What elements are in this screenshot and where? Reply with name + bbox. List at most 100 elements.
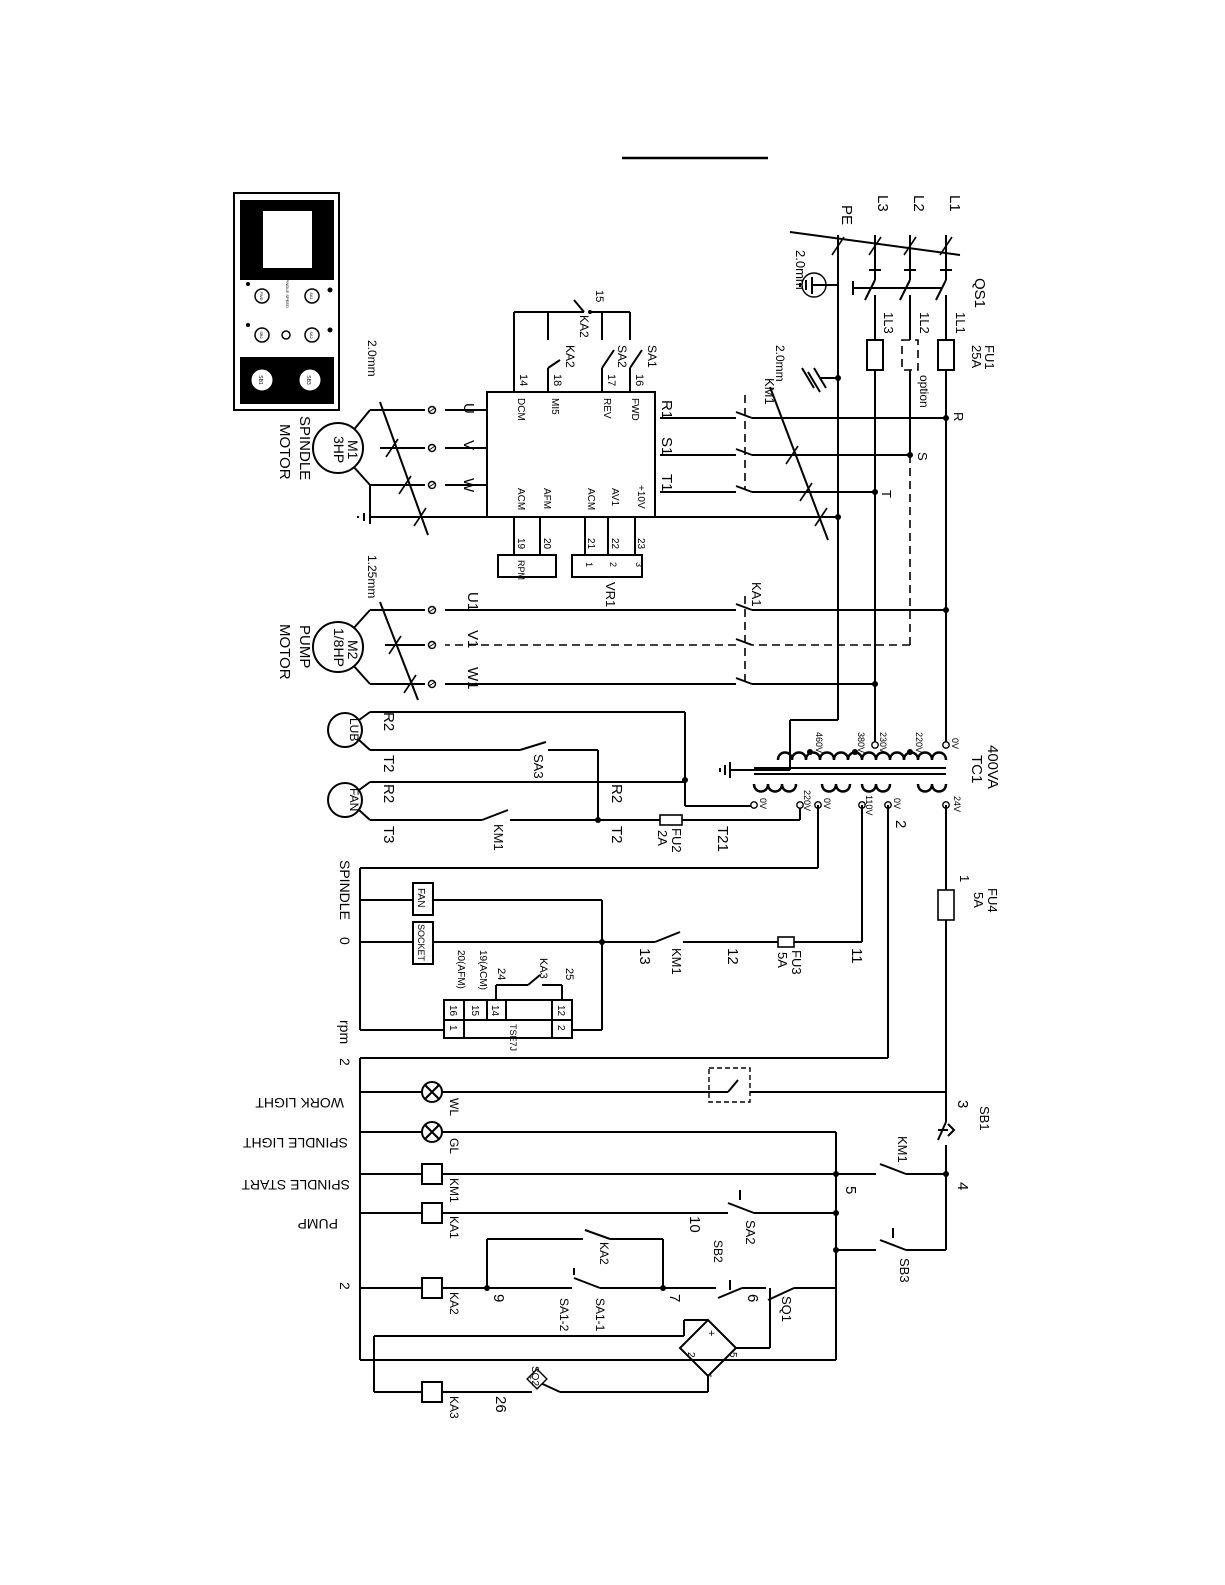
s-label: S <box>915 452 930 461</box>
bridge-minus: - <box>705 1374 717 1378</box>
r1-label: R1 <box>658 400 675 419</box>
tb12-label: 12 <box>555 1005 566 1017</box>
n16-label: 16 <box>633 374 645 386</box>
rev-label: REV <box>601 398 612 419</box>
n11-label: 11 <box>848 948 865 964</box>
vfd-control-contacts <box>513 299 643 392</box>
sq1-label: SQ1 <box>779 1296 794 1322</box>
zero-rail-label: 0 <box>337 937 353 945</box>
spindle-rail-label: SPINDLE <box>337 860 353 920</box>
pump-motor-label-1: PUMP <box>296 625 313 668</box>
bridge-5: 5 <box>727 1352 738 1358</box>
wire-size-spindle: 2.0mm <box>365 340 379 377</box>
spindle-motor-label-2: MOTOR <box>276 424 293 480</box>
rpm-box-label: RPM <box>516 560 526 580</box>
tc1-va-label: 400VA <box>984 745 1001 789</box>
tb15-label: 15 <box>469 1005 480 1017</box>
n25-label: 25 <box>563 968 575 980</box>
t2a-label: T2 <box>380 755 397 773</box>
n20-label: 20 <box>541 538 552 550</box>
n7-label: 7 <box>666 1294 683 1302</box>
p220v-label: 220V <box>914 732 924 753</box>
fu4-1-label: 1 <box>957 875 972 882</box>
fu2-label: FU2 <box>669 828 684 853</box>
wl-label: WL <box>447 1098 461 1116</box>
tx-2-label: 2 <box>892 820 909 828</box>
sb1-label: SB1 <box>977 1106 992 1131</box>
lub-label: LUB <box>347 718 361 741</box>
fu3-label: FU3 <box>789 950 804 975</box>
pump-rail-label: PUMP <box>298 1216 338 1232</box>
panel-sa1-label: SA1 <box>309 292 314 300</box>
labels: PE L3 L2 L1 2.0mm QS1 1L1 1L2 1L3 FU1 25… <box>241 195 1001 1419</box>
tb16-label: 16 <box>447 1005 458 1017</box>
w1-label: W1 <box>464 667 481 690</box>
s1-label: S1 <box>658 437 675 455</box>
fu1-label: FU1 <box>982 345 997 370</box>
fu4-rating: 5A <box>971 892 986 908</box>
t2b-label: T2 <box>608 826 625 844</box>
qs1-label: QS1 <box>971 278 988 308</box>
1l3-label: 1L3 <box>881 312 896 334</box>
wire-size-pump: 1.25mm <box>365 555 379 598</box>
t-label: T <box>879 490 894 498</box>
sa3-label: SA3 <box>531 754 546 779</box>
n6-label: 6 <box>744 1294 761 1302</box>
t1-label: T1 <box>658 474 675 492</box>
p380v-label: 380V <box>856 732 866 753</box>
acm2-label: ACM <box>585 488 596 510</box>
n13-label: 13 <box>636 948 653 965</box>
bridge-2: 2 <box>685 1352 696 1358</box>
n20afm-label: 20(AFM) <box>455 950 466 989</box>
work-light-rail-label: WORK LIGHT <box>255 1095 344 1111</box>
fu1-rating: 25A <box>969 345 984 368</box>
spindle-motor-wiring <box>312 401 476 536</box>
m1-label: M1 <box>345 440 361 460</box>
sa1-top-label: SA1 <box>645 345 659 368</box>
pump-motor-label-2: MOTOR <box>276 624 293 680</box>
rail-2-bot-label: 2 <box>337 1282 353 1290</box>
m1-hp-label: 3HP <box>331 436 347 463</box>
p460v-label: 460V <box>814 732 824 753</box>
panel-sb2-label: SB2 <box>259 331 264 339</box>
pe-label: PE <box>838 205 855 225</box>
n24-label: 24 <box>495 968 507 980</box>
vr1-label: VR1 <box>603 582 618 607</box>
av1-label: AV1 <box>609 488 620 507</box>
vfd-drive <box>476 391 656 518</box>
fwd-label: FWD <box>629 398 640 421</box>
tb1-label: 1 <box>447 1025 458 1031</box>
fu4-label: FU4 <box>985 888 1000 913</box>
s0va-label: 0V <box>758 798 768 809</box>
10v-label: +10V <box>635 485 646 509</box>
lub-fan-wiring <box>327 711 801 826</box>
sb3-label: SB3 <box>897 1258 912 1283</box>
n23-label: 23 <box>635 538 646 550</box>
km1-fan-label: KM1 <box>491 824 506 851</box>
s24v-label: 24V <box>952 796 962 812</box>
fan-box-label: FAN <box>415 888 426 907</box>
s220v-label: 220V <box>802 790 812 811</box>
vr1-pin3: 3 <box>634 562 644 567</box>
n26-label: 26 <box>492 1396 509 1413</box>
r2c-label: R2 <box>608 784 625 803</box>
spindle-motor-label-1: SPINDLE <box>296 416 313 480</box>
panel-sb3-label: SB3 <box>305 375 311 385</box>
tb14-label: 14 <box>489 1005 500 1017</box>
1l2-label: 1L2 <box>917 312 932 334</box>
t3-label: T3 <box>380 826 397 844</box>
t21-label: T21 <box>714 826 731 852</box>
ka1-main-label: KA1 <box>749 582 764 607</box>
tb2-label: 2 <box>555 1025 566 1031</box>
wire-size-top: 2.0mm <box>793 250 808 290</box>
panel-speed-label: SPINDLE SPEED <box>285 276 290 308</box>
sq2-label: SQ2 <box>529 1366 540 1386</box>
vr1-pin2: 2 <box>608 562 618 567</box>
afm-label: AFM <box>541 488 552 509</box>
sa2-ctl-label: SA2 <box>743 1220 758 1245</box>
n4-label: 4 <box>954 1182 971 1190</box>
rpm-rail-label: rpm <box>337 1020 353 1044</box>
spindle-start-rail-label: SPINDLE START <box>241 1177 350 1193</box>
p230v-label: 230V <box>878 732 888 753</box>
